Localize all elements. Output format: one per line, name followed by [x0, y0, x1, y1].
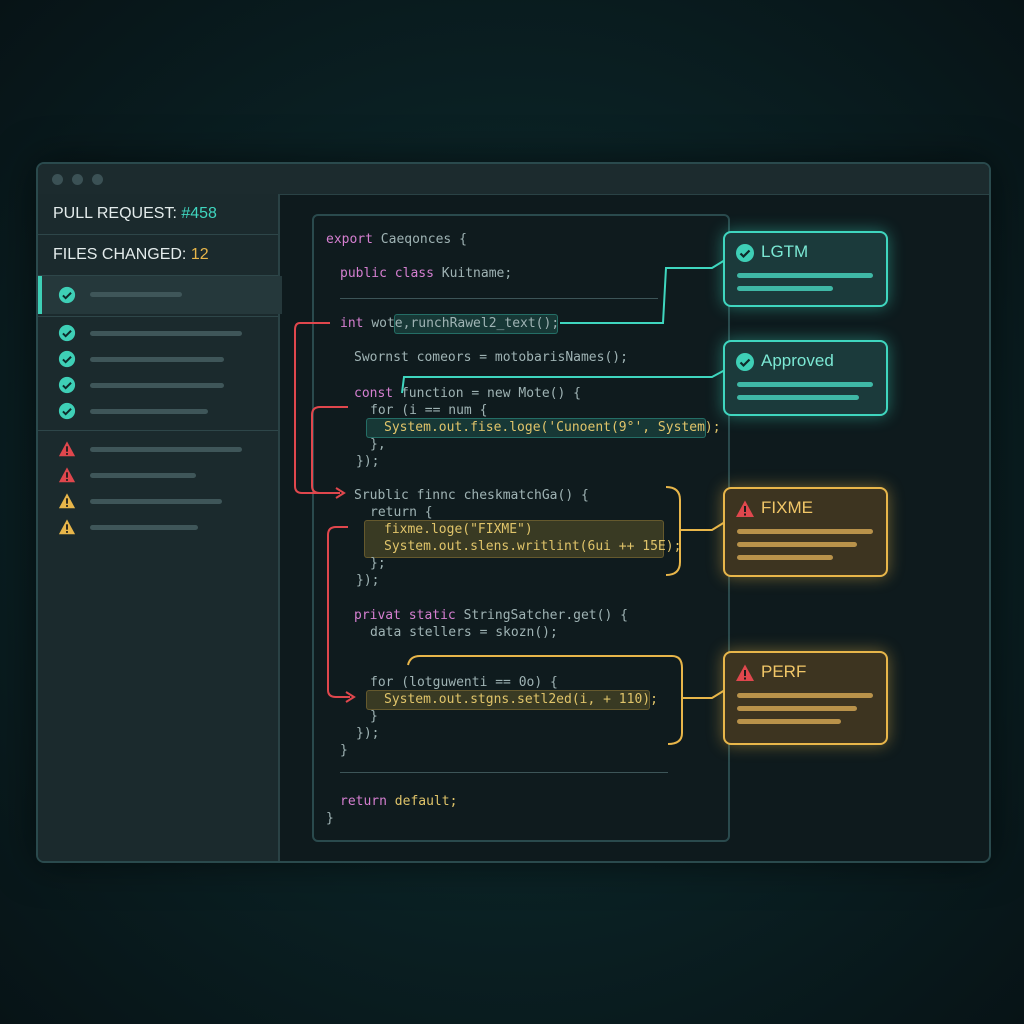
code-line[interactable]: System.out.fise.loge('Cunoent(9°', Syste… — [384, 420, 721, 435]
code-line[interactable]: System.out.stgns.setl2ed(i, + 110); — [384, 692, 658, 707]
code-line[interactable]: public class Kuitname; — [340, 266, 513, 281]
code-line[interactable]: Swornst comeors = motobarisNames(); — [354, 350, 628, 365]
file-item[interactable] — [38, 276, 282, 314]
code-separator — [340, 298, 658, 299]
review-comment-perf[interactable]: PERF — [723, 651, 888, 745]
check-circle-icon — [58, 350, 76, 368]
code-line[interactable]: } — [370, 709, 378, 724]
comment-body-placeholder — [737, 542, 857, 547]
comment-body-placeholder — [737, 719, 841, 724]
code-line[interactable]: System.out.slens.writlint(6ui ++ 15E); — [384, 539, 682, 554]
comment-body-placeholder — [737, 693, 873, 698]
comment-title: LGTM — [761, 242, 809, 261]
code-line[interactable]: for (lotguwenti == 0o) { — [370, 675, 558, 690]
file-item[interactable] — [38, 438, 278, 460]
comment-body-placeholder — [737, 395, 859, 400]
check-circle-icon — [58, 376, 76, 394]
file-name-placeholder — [90, 331, 242, 336]
files-changed-label: FILES CHANGED: — [53, 246, 191, 263]
title-bar — [38, 164, 989, 195]
comment-body-placeholder — [737, 529, 873, 534]
code-line[interactable]: const function = new Mote() { — [354, 386, 581, 401]
code-line[interactable]: fixme.loge("FIXME") — [384, 522, 533, 537]
check-circle-icon — [58, 402, 76, 420]
file-item[interactable] — [38, 516, 278, 538]
comment-body-placeholder — [737, 286, 833, 291]
check-circle-icon — [736, 353, 754, 371]
warning-triangle-icon — [736, 500, 754, 517]
warning-triangle-icon — [58, 493, 76, 509]
code-line[interactable]: }); — [356, 454, 380, 469]
warning-triangle-icon — [58, 519, 76, 535]
code-line[interactable]: } — [326, 811, 334, 826]
code-line[interactable]: data stellers = skozn(); — [370, 625, 558, 640]
pull-request-header: PULL REQUEST: #458 — [38, 194, 278, 235]
pr-number[interactable]: #458 — [181, 205, 217, 222]
file-item[interactable] — [38, 322, 278, 344]
review-comment-lgtm[interactable]: LGTM — [723, 231, 888, 307]
file-item[interactable] — [38, 400, 278, 422]
review-comment-fixme[interactable]: FIXME — [723, 487, 888, 577]
sidebar-divider — [38, 430, 278, 431]
code-highlight — [394, 314, 558, 334]
comment-body-placeholder — [737, 555, 833, 560]
file-item[interactable] — [38, 464, 278, 486]
file-name-placeholder — [90, 499, 222, 504]
file-item[interactable] — [38, 490, 278, 512]
comment-title: Approved — [761, 351, 834, 370]
review-comment-approved[interactable]: Approved — [723, 340, 888, 416]
file-item[interactable] — [38, 374, 278, 396]
comment-body-placeholder — [737, 706, 857, 711]
check-circle-icon — [58, 286, 76, 304]
comment-title: FIXME — [761, 498, 813, 517]
code-line[interactable]: int wote,runchRawel2_text(); — [340, 316, 560, 331]
comment-title: PERF — [761, 662, 807, 681]
sidebar-divider — [38, 316, 278, 317]
check-circle-icon — [58, 324, 76, 342]
files-changed-header: FILES CHANGED: 12 — [38, 235, 278, 276]
comment-body-placeholder — [737, 382, 873, 387]
file-name-placeholder — [90, 473, 196, 478]
warning-triangle-icon — [58, 467, 76, 483]
code-diff-panel: export Caeqonces { public class Kuitname… — [312, 214, 730, 842]
files-changed-count: 12 — [190, 246, 209, 263]
warning-triangle-icon — [736, 664, 754, 681]
code-line[interactable]: } — [340, 743, 348, 758]
file-name-placeholder — [90, 357, 224, 362]
comment-body-placeholder — [737, 273, 873, 278]
code-line[interactable]: }; — [370, 556, 386, 571]
file-item[interactable] — [38, 348, 278, 370]
code-highlight — [364, 520, 664, 558]
file-name-placeholder — [90, 409, 208, 414]
window-dot-icon[interactable] — [52, 174, 63, 185]
code-line[interactable]: for (i == num { — [370, 403, 488, 418]
code-line[interactable]: return default; — [340, 794, 458, 809]
code-line[interactable]: privat static StringSatcher.get() { — [354, 608, 628, 623]
file-name-placeholder — [90, 447, 242, 452]
code-line[interactable]: }, — [370, 437, 386, 452]
sidebar: PULL REQUEST: #458 FILES CHANGED: 12 — [38, 194, 282, 861]
code-line[interactable]: }); — [356, 726, 380, 741]
file-name-placeholder — [90, 292, 182, 297]
code-line[interactable]: Srublic finnc cheskmatchGa() { — [354, 488, 589, 503]
warning-triangle-icon — [58, 441, 76, 457]
code-line[interactable]: }); — [356, 573, 380, 588]
file-name-placeholder — [90, 525, 198, 530]
code-line[interactable]: return { — [370, 505, 433, 520]
file-name-placeholder — [90, 383, 224, 388]
code-line[interactable]: export Caeqonces { — [326, 232, 467, 247]
code-highlight — [366, 418, 706, 438]
code-separator — [340, 772, 668, 773]
window-dot-icon[interactable] — [72, 174, 83, 185]
check-circle-icon — [736, 244, 754, 262]
window-dot-icon[interactable] — [92, 174, 103, 185]
pr-label: PULL REQUEST: — [53, 205, 182, 222]
